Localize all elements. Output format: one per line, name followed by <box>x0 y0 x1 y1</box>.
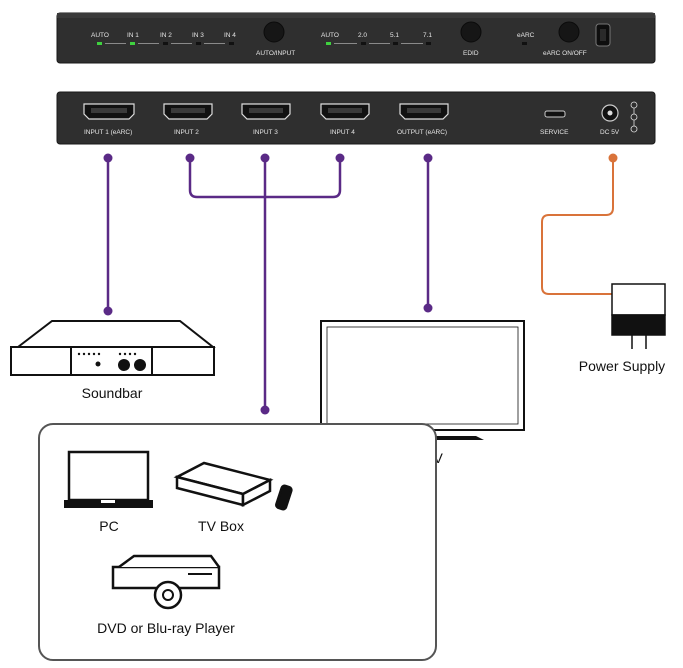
pc-laptop-icon <box>64 450 153 508</box>
power-adapter-top <box>611 283 666 316</box>
hdmi-port-input1[interactable] <box>83 103 135 120</box>
hdmi-port-input3[interactable] <box>241 103 291 120</box>
power-supply-label: Power Supply <box>579 358 665 374</box>
indicator-label-in1: IN 1 <box>127 32 139 39</box>
auto-input-button-label: AUTO/INPUT <box>256 50 295 57</box>
hdmi-port-output[interactable] <box>399 103 449 120</box>
led-in3 <box>196 42 201 45</box>
indicator-label-in4: IN 4 <box>224 32 236 39</box>
port-label-input1: INPUT 1 (eARC) <box>84 129 132 136</box>
audio-label-51: 5.1 <box>390 32 399 39</box>
hdtv-screen <box>320 320 525 431</box>
indicator-label-in2: IN 2 <box>160 32 172 39</box>
audio-label-auto: AUTO <box>321 32 339 39</box>
soundbar-device <box>10 320 216 376</box>
tvbox-side <box>241 477 272 508</box>
dvd-label: DVD or Blu-ray Player <box>97 620 235 636</box>
front-panel: AUTO IN 1 IN 2 IN 3 IN 4 AUTO/INPUT AUTO… <box>56 12 656 64</box>
input-led-row <box>97 42 234 45</box>
led-in2 <box>163 42 168 45</box>
led-audio-auto <box>326 42 331 45</box>
front-panel-bevel <box>57 13 655 18</box>
laptop-notch <box>101 500 115 503</box>
audio-label-71: 7.1 <box>423 32 432 39</box>
soundbar-top <box>15 320 216 348</box>
dc-jack-pin <box>607 110 613 116</box>
led-in1 <box>130 42 135 45</box>
soundbar-label: Soundbar <box>82 385 143 401</box>
tvbox-icon <box>173 461 293 511</box>
led-audio-51 <box>393 42 398 45</box>
power-cable-endpoint <box>608 153 618 163</box>
dvd-player-icon <box>111 554 221 610</box>
power-adapter-bottom <box>611 314 666 336</box>
hdtv-device <box>320 320 525 440</box>
service-port[interactable] <box>544 110 566 118</box>
port-label-input2: INPUT 2 <box>174 129 199 136</box>
rear-panel: INPUT 1 (eARC) INPUT 2 INPUT 3 INPUT 4 O… <box>56 91 656 145</box>
earc-onoff-button[interactable] <box>558 21 580 43</box>
disc-hole <box>162 589 174 601</box>
edid-button-label: EDID <box>463 50 479 57</box>
auto-input-button[interactable] <box>263 21 285 43</box>
audio-label-20: 2.0 <box>358 32 367 39</box>
hdmi-cable-endpoints <box>103 153 433 415</box>
power-cable-line <box>541 158 614 295</box>
edid-button[interactable] <box>460 21 482 43</box>
port-label-service: SERVICE <box>540 129 569 136</box>
earc-indicator-label: eARC <box>517 32 535 39</box>
earc-button-label: eARC ON/OFF <box>543 50 587 57</box>
polarity-icon <box>630 101 638 133</box>
led-audio-20 <box>361 42 366 45</box>
led-audio-71 <box>426 42 431 45</box>
port-label-output: OUTPUT (eARC) <box>397 129 447 136</box>
indicator-label-auto: AUTO <box>91 32 109 39</box>
dvd-top <box>118 554 221 569</box>
indicator-label-in3: IN 3 <box>192 32 204 39</box>
laptop-base <box>64 500 153 508</box>
port-label-input3: INPUT 3 <box>253 129 278 136</box>
power-cable <box>541 153 618 295</box>
audio-led-row <box>326 42 431 45</box>
hdmi-cables <box>106 158 430 410</box>
pc-label: PC <box>99 518 118 534</box>
led-auto <box>97 42 102 45</box>
remote-control-icon <box>275 484 293 511</box>
hdmi-port-input4[interactable] <box>320 103 370 120</box>
tvbox-label: TV Box <box>198 518 244 534</box>
port-label-dc: DC 5V <box>600 129 620 136</box>
laptop-screen <box>67 450 150 502</box>
ir-sensor <box>600 29 606 41</box>
port-label-input4: INPUT 4 <box>330 129 355 136</box>
led-earc <box>522 42 527 45</box>
hdmi-port-input2[interactable] <box>163 103 213 120</box>
led-in4 <box>229 42 234 45</box>
power-supply-device <box>611 283 666 349</box>
